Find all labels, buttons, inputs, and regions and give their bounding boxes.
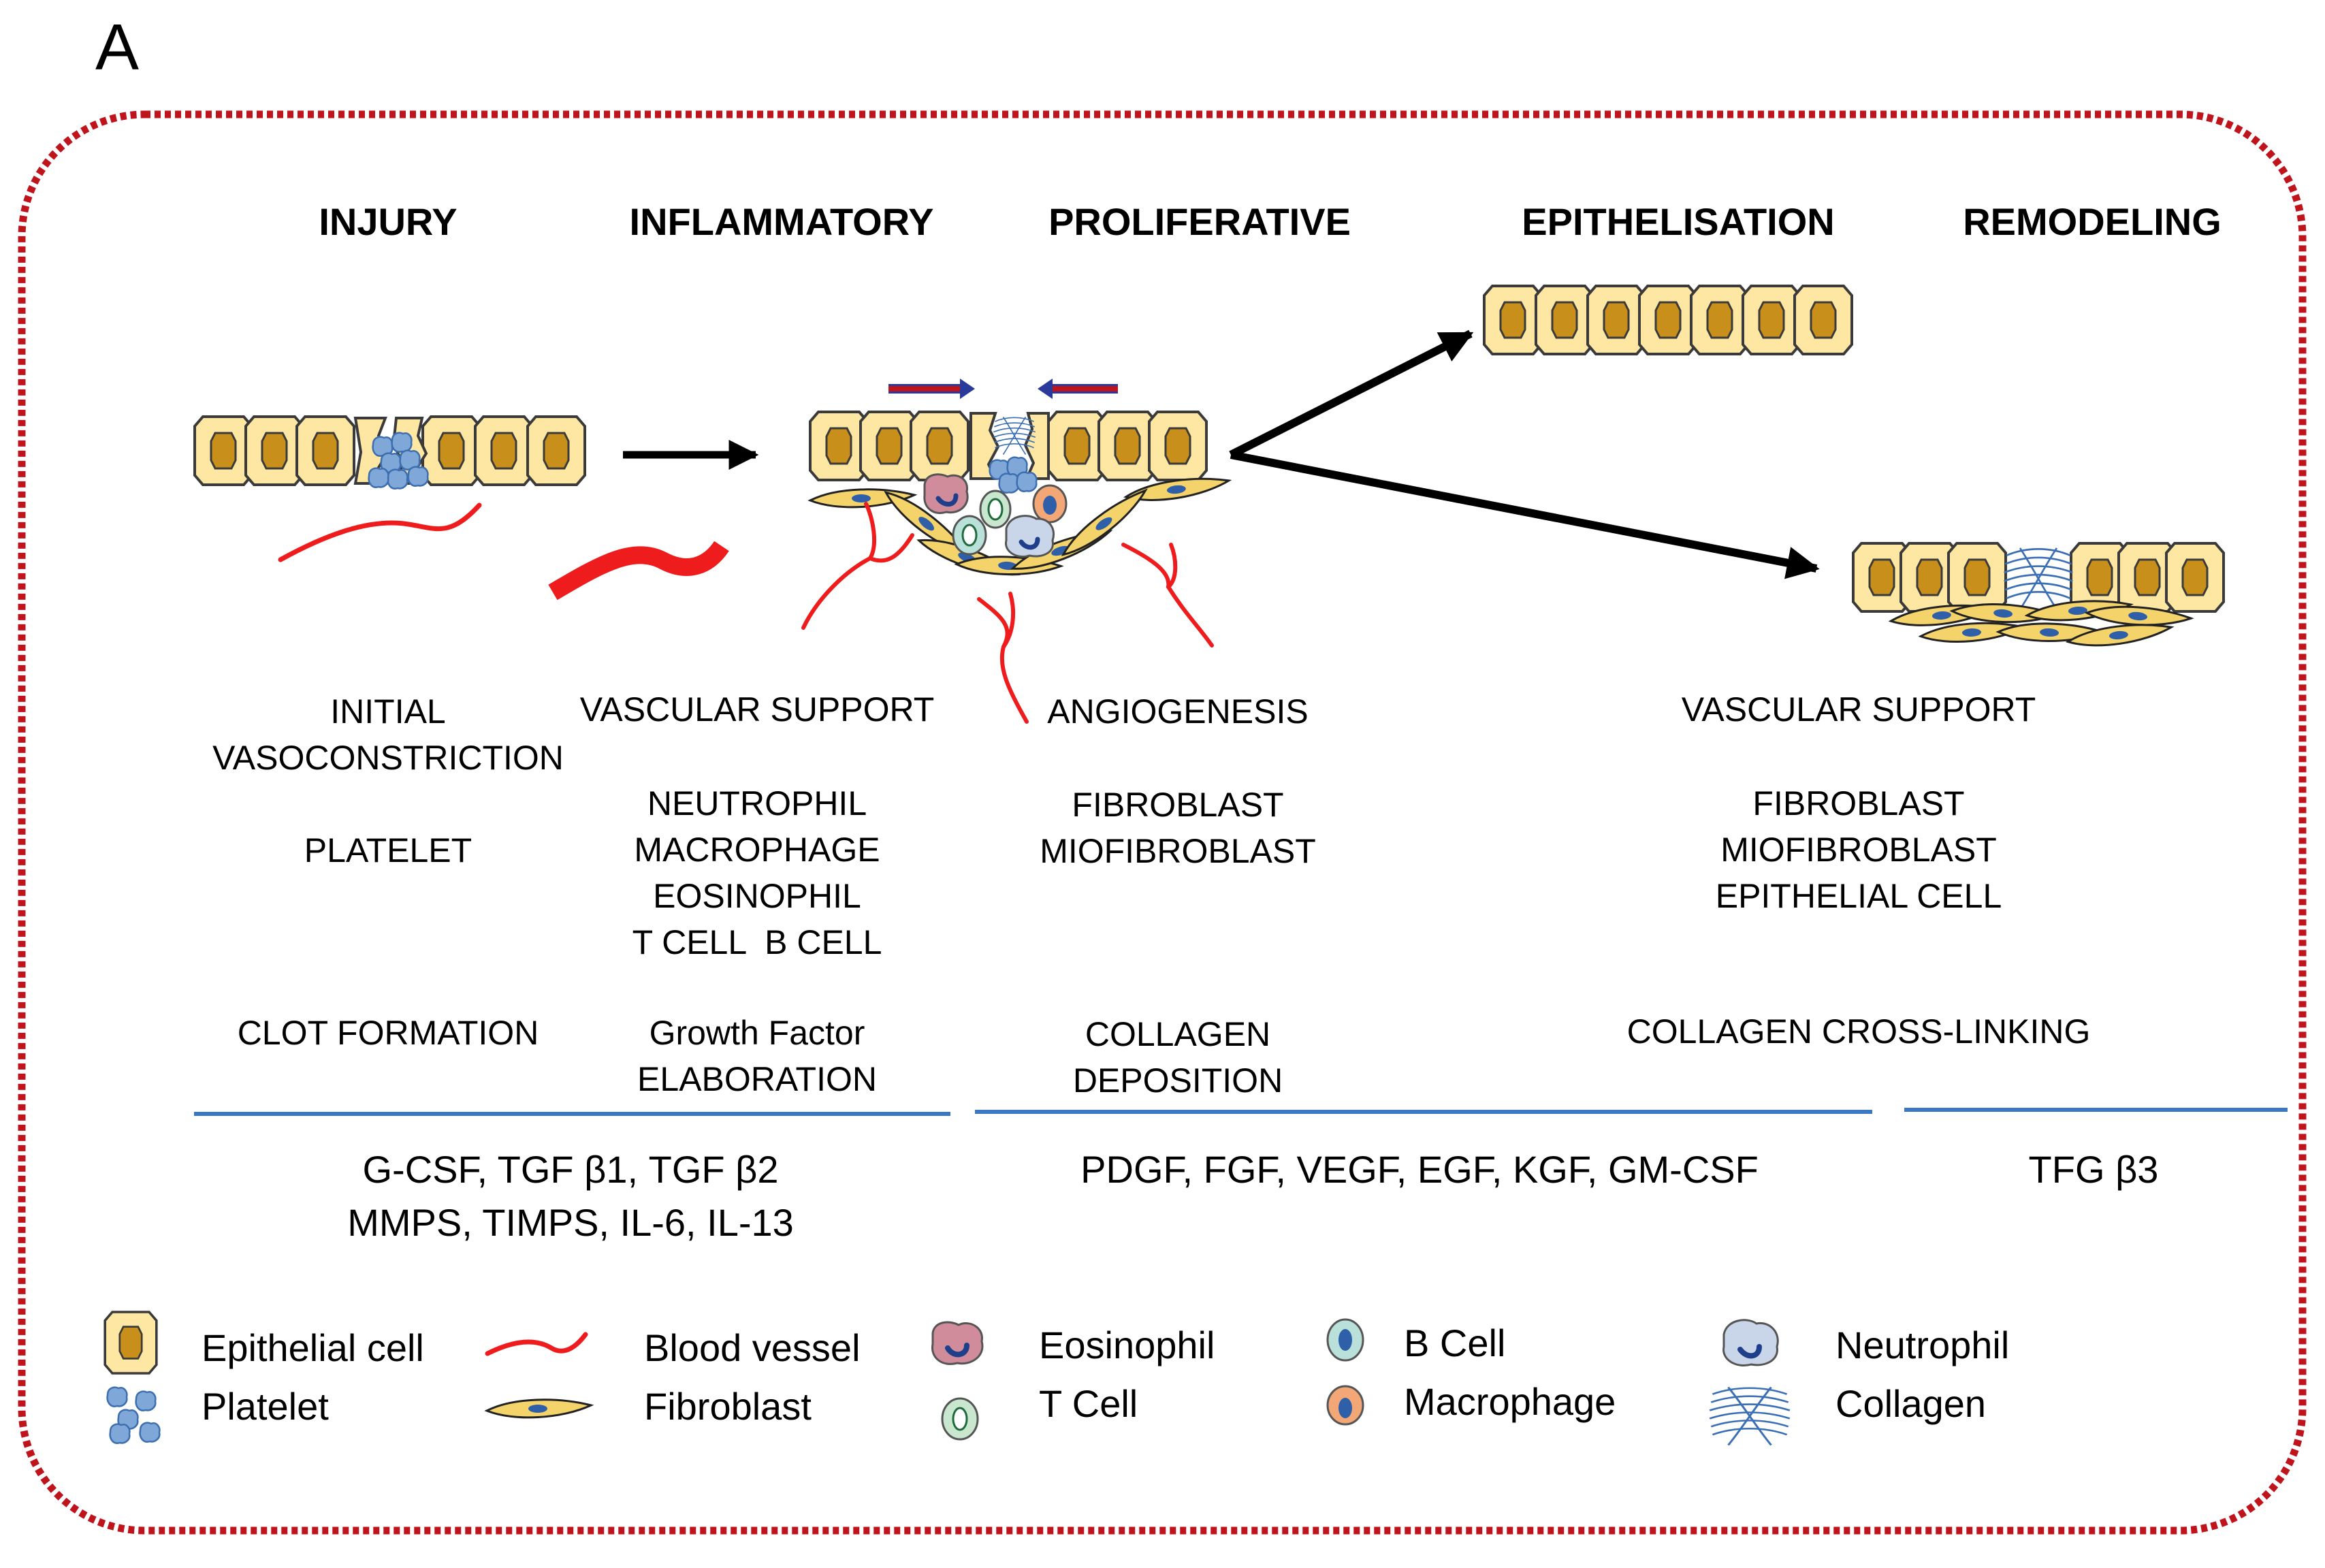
proliferative-angiogenesis: ANGIOGENESIS xyxy=(1047,692,1309,731)
legend-platelet-icon xyxy=(106,1386,161,1444)
legend-label-bcell: B Cell xyxy=(1404,1322,1506,1364)
granulation-fibroblasts xyxy=(809,474,1232,587)
legend-fibroblast-icon xyxy=(485,1398,592,1419)
proliferative-collagen: COLLAGEN xyxy=(1085,1015,1271,1053)
legend-tcell-icon xyxy=(941,1397,979,1441)
injury-platelet: PLATELET xyxy=(304,831,472,869)
legend-label-neutrophil: Neutrophil xyxy=(1835,1324,2010,1366)
phase-proliferative: PROLIFERATIVE xyxy=(1048,200,1351,243)
angiogenesis-vessels xyxy=(801,502,1214,724)
legend-vessel-icon xyxy=(485,1332,588,1356)
granulation-immune-cells xyxy=(923,473,1068,558)
inflammatory-growth-factor: Growth Factor xyxy=(649,1014,865,1052)
inflammatory-cell-neutrophil: NEUTROPHIL xyxy=(647,784,867,822)
arrow-to-epithelisation xyxy=(1229,330,1474,459)
legend-label-epithelial: Epithelial cell xyxy=(202,1326,424,1369)
legend-eosinophil-icon xyxy=(931,1321,984,1365)
phase-remodeling: REMODELING xyxy=(1963,200,2222,243)
arrow-to-remodeling xyxy=(1230,451,1820,579)
growth-factors-group3: TFG β3 xyxy=(2028,1148,2159,1191)
legend-collagen-icon xyxy=(1708,1386,1791,1447)
legend-neutrophil-icon xyxy=(1722,1319,1779,1366)
injury-platelet-plug xyxy=(368,432,429,490)
phase-inflammatory: INFLAMMATORY xyxy=(629,200,934,243)
wound-platelets xyxy=(989,456,1038,494)
growth-factors-group1-line2: MMPS, TIMPS, IL-6, IL-13 xyxy=(347,1201,794,1244)
panel-label: A xyxy=(95,11,140,84)
injury-epithelium xyxy=(193,415,586,486)
phase-injury: INJURY xyxy=(319,200,458,243)
legend-label-tcell: T Cell xyxy=(1039,1382,1138,1425)
phase-epithelisation: EPITHELISATION xyxy=(1522,200,1835,243)
inflammatory-elaboration: ELABORATION xyxy=(637,1060,877,1098)
legend-bcell-icon xyxy=(1326,1318,1364,1362)
inflammatory-cell-macrophage: MACROPHAGE xyxy=(634,831,880,869)
remodeling-collagen xyxy=(2003,547,2074,611)
remodeling-miofibroblast: MIOFIBROBLAST xyxy=(1720,831,1997,869)
legend-epithelial-icon xyxy=(103,1311,158,1375)
remodeling-epithelium xyxy=(1852,542,2225,613)
proliferative-miofibroblast: MIOFIBROBLAST xyxy=(1040,832,1316,870)
injury-clot-formation: CLOT FORMATION xyxy=(237,1014,539,1052)
legend-label-macrophage: Macrophage xyxy=(1404,1380,1616,1423)
epithelisation-epithelium xyxy=(1483,285,1853,355)
proliferative-fibroblast: FIBROBLAST xyxy=(1072,786,1284,824)
legend-label-platelet: Platelet xyxy=(202,1385,329,1428)
legend-label-fibroblast: Fibroblast xyxy=(644,1385,812,1428)
legend-label-vessel: Blood vessel xyxy=(644,1326,861,1369)
proliferative-deposition: DEPOSITION xyxy=(1072,1061,1283,1100)
injury-vasoconstriction: VASOCONSTRICTION xyxy=(212,739,564,777)
injury-blood-vessel xyxy=(278,502,482,562)
remodeling-vascular-support: VASCULAR SUPPORT xyxy=(1681,690,2036,729)
proliferative-epithelium xyxy=(809,411,1208,481)
inflammatory-cell-tb: T CELL B CELL xyxy=(632,923,882,961)
wound-collagen xyxy=(993,416,1036,455)
legend-macrophage-icon xyxy=(1326,1385,1364,1426)
legend-label-collagen: Collagen xyxy=(1835,1382,1987,1425)
remodeling-fibroblasts xyxy=(1889,598,2193,650)
contraction-arrows xyxy=(888,379,1118,399)
growth-factors-group1-line1: G-CSF, TGF β1, TGF β2 xyxy=(362,1148,779,1191)
inflammatory-blood-vessel xyxy=(548,541,729,601)
remodeling-epithelial-cell: EPITHELIAL CELL xyxy=(1715,877,2002,915)
inflammatory-cell-eosinophil: EOSINOPHIL xyxy=(653,877,861,915)
remodeling-collagen-crosslinking: COLLAGEN CROSS-LINKING xyxy=(1626,1012,2091,1051)
remodeling-fibroblast: FIBROBLAST xyxy=(1752,784,1965,822)
legend-label-eosinophil: Eosinophil xyxy=(1039,1324,1215,1366)
injury-initial: INITIAL xyxy=(330,692,446,731)
inflammatory-vascular-support: VASCULAR SUPPORT xyxy=(579,690,935,729)
growth-factors-group2: PDGF, FGF, VEGF, EGF, KGF, GM-CSF xyxy=(1080,1148,1759,1191)
